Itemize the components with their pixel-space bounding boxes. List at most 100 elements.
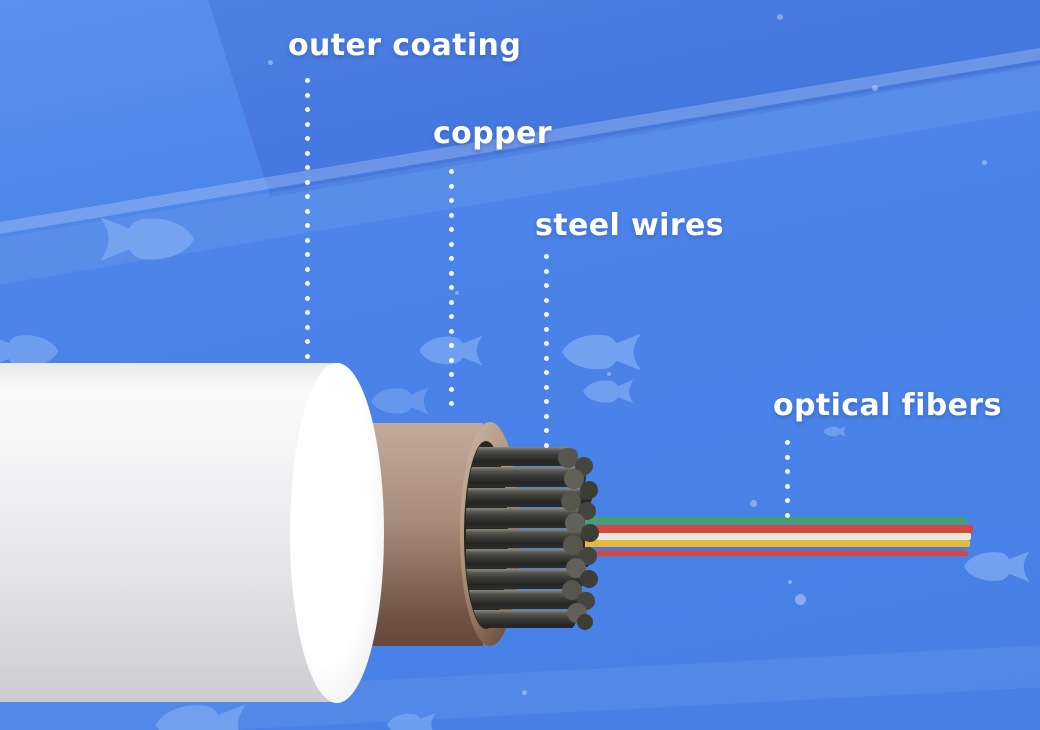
leader-dot bbox=[305, 310, 310, 315]
fish-icon bbox=[583, 379, 634, 404]
leader-dot bbox=[449, 169, 454, 174]
leader-dot bbox=[785, 498, 790, 503]
leader-dot bbox=[449, 343, 454, 348]
leader-dot bbox=[544, 283, 549, 288]
leader-dot bbox=[305, 324, 310, 330]
leader-dot bbox=[305, 339, 310, 344]
outer-coating-body bbox=[0, 363, 340, 702]
steel-wire-rod bbox=[466, 590, 590, 609]
leader-dot bbox=[449, 212, 454, 218]
bubble bbox=[750, 500, 757, 507]
optical-fiber-strand bbox=[585, 539, 970, 547]
leader-dot bbox=[544, 355, 549, 361]
leader-line-outer-coating bbox=[305, 78, 310, 359]
steel-wire-end-knob bbox=[565, 513, 585, 533]
leader-dot bbox=[785, 440, 790, 445]
leader-dot bbox=[785, 454, 790, 460]
optical-fiber-strand bbox=[585, 532, 971, 540]
leader-dot bbox=[305, 194, 310, 199]
steel-wire-end-knob bbox=[561, 491, 581, 511]
leader-dot bbox=[449, 198, 454, 203]
steel-wire-end-knob bbox=[558, 448, 578, 468]
steel-wire-end-knob bbox=[562, 580, 582, 600]
bubble bbox=[522, 690, 527, 695]
bubble bbox=[788, 580, 792, 584]
leader-dot bbox=[785, 483, 790, 489]
label-steel-wires: steel wires bbox=[535, 208, 725, 243]
label-optical-fibers: optical fibers bbox=[773, 388, 1002, 423]
steel-wire-rod bbox=[466, 508, 587, 527]
leader-dot bbox=[544, 370, 549, 375]
leader-dot bbox=[544, 312, 549, 317]
leader-dot bbox=[449, 299, 454, 305]
leader-dot bbox=[305, 252, 310, 257]
leader-dot bbox=[305, 179, 310, 185]
leader-dot bbox=[544, 413, 549, 419]
leader-dot bbox=[544, 341, 549, 346]
leader-line-steel-wires bbox=[544, 254, 549, 448]
leader-dot bbox=[544, 384, 549, 390]
steel-wire-rod bbox=[466, 569, 585, 588]
leader-dot bbox=[449, 285, 454, 290]
bubble bbox=[777, 14, 783, 20]
steel-wire-end-knob bbox=[563, 535, 583, 555]
steel-wire-end-knob bbox=[580, 570, 598, 588]
leader-dot bbox=[449, 227, 454, 232]
bubble bbox=[455, 291, 459, 295]
bubble bbox=[268, 60, 273, 65]
bubble bbox=[607, 372, 611, 376]
optical-fiber-strand bbox=[585, 546, 963, 551]
fish-icon bbox=[156, 704, 246, 730]
leader-dot bbox=[544, 297, 549, 303]
leader-dot bbox=[449, 183, 454, 189]
label-copper: copper bbox=[433, 116, 552, 151]
leader-dot bbox=[305, 165, 310, 170]
leader-dot bbox=[544, 254, 549, 259]
leader-dot bbox=[449, 241, 454, 247]
leader-dot bbox=[785, 469, 790, 474]
bubble bbox=[872, 85, 878, 91]
leader-dot bbox=[305, 208, 310, 214]
leader-dot bbox=[449, 270, 454, 276]
leader-dot bbox=[449, 314, 454, 319]
leader-dot bbox=[544, 442, 549, 448]
leader-dot bbox=[785, 512, 790, 518]
leader-dot bbox=[449, 256, 454, 261]
leader-dot bbox=[544, 399, 549, 404]
leader-dot bbox=[305, 295, 310, 301]
leader-dot bbox=[305, 266, 310, 272]
leader-dot bbox=[449, 328, 454, 334]
leader-dot bbox=[305, 281, 310, 286]
steel-wire-rod bbox=[466, 488, 592, 507]
leader-dot bbox=[305, 121, 310, 127]
leader-dot bbox=[449, 401, 454, 406]
leader-dot bbox=[449, 357, 454, 363]
steel-wire-rod bbox=[466, 447, 578, 466]
leader-dot bbox=[544, 428, 549, 433]
steel-wire-rod bbox=[466, 467, 586, 486]
leader-dot bbox=[305, 237, 310, 243]
fish-icon bbox=[100, 217, 194, 261]
steel-wire-end-knob bbox=[564, 469, 584, 489]
leader-dot bbox=[305, 107, 310, 112]
optical-fiber-strand bbox=[585, 524, 973, 533]
label-outer-coating: outer coating bbox=[288, 28, 522, 63]
optical-fiber-strand bbox=[585, 517, 967, 524]
leader-line-optical-fibers bbox=[785, 440, 790, 518]
leader-dot bbox=[544, 268, 549, 274]
bubble bbox=[982, 160, 987, 165]
fish-icon bbox=[562, 333, 641, 371]
steel-wires-bundle bbox=[460, 444, 610, 634]
leader-dot bbox=[305, 150, 310, 156]
leader-dot bbox=[449, 386, 454, 392]
fish-icon bbox=[387, 713, 436, 730]
leader-dot bbox=[305, 223, 310, 228]
leader-dot bbox=[305, 78, 310, 83]
bubble bbox=[795, 594, 806, 605]
steel-wire-end-knob bbox=[577, 614, 593, 630]
steel-wire-rod bbox=[466, 549, 592, 568]
outer-coating-endcap bbox=[290, 363, 384, 703]
leader-line-copper bbox=[449, 169, 454, 406]
leader-dot bbox=[305, 136, 310, 141]
leader-dot bbox=[305, 92, 310, 98]
